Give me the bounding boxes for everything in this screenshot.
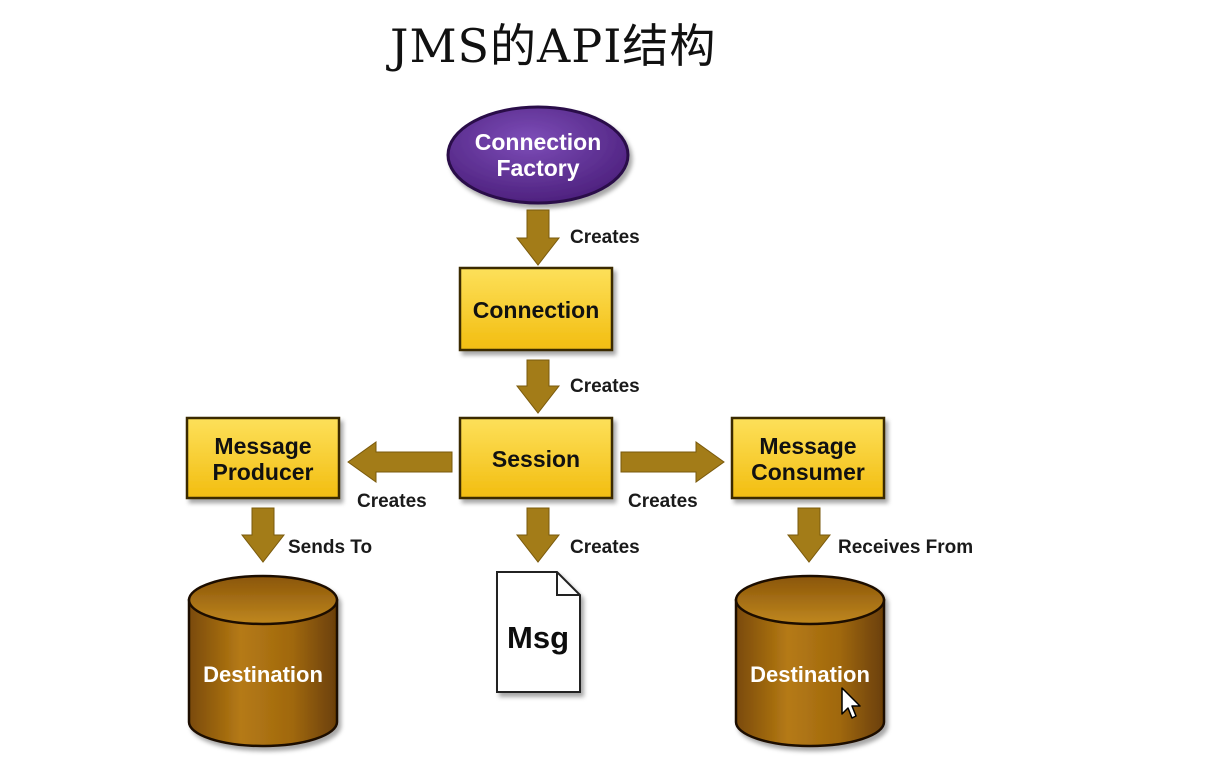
arrow-consumer-destination (786, 507, 832, 563)
connection-factory-label-line2: Factory (496, 155, 579, 181)
destination-left-label: Destination (203, 662, 323, 687)
connection-label: Connection (473, 297, 600, 323)
arrow-producer-to-destination (240, 507, 286, 563)
edge-label-consumer-destination: Receives From (838, 537, 973, 558)
edge-label-session-producer: Creates (357, 491, 427, 512)
destination-left-node: Destination (187, 574, 339, 748)
edge-label-producer-destination: Sends To (288, 537, 372, 558)
message-document-node: Msg (496, 571, 581, 693)
message-producer-label-line2: Producer (213, 459, 314, 485)
edge-label-session-message: Creates (570, 537, 640, 558)
destination-right-node: Destination (734, 574, 886, 748)
message-consumer-node: Message Consumer (730, 416, 886, 500)
message-producer-label-line1: Message (214, 433, 311, 459)
message-producer-node: Message Producer (185, 416, 341, 500)
arrow-session-to-consumer (620, 441, 725, 483)
message-label: Msg (507, 620, 569, 655)
edge-label-factory-connection: Creates (570, 227, 640, 248)
page-title: JMS的API结构 (390, 19, 717, 73)
connection-factory-node: Connection Factory (446, 105, 630, 205)
session-label: Session (492, 446, 580, 472)
arrow-session-to-producer (347, 441, 453, 483)
arrow-factory-to-connection (515, 209, 561, 266)
session-node: Session (458, 416, 614, 500)
edge-label-connection-session: Creates (570, 376, 640, 397)
message-consumer-label-line1: Message (759, 433, 856, 459)
arrow-connection-to-session (515, 359, 561, 414)
connection-node: Connection (458, 266, 614, 352)
message-consumer-label-line2: Consumer (751, 459, 865, 485)
arrow-session-to-message (515, 507, 561, 563)
edge-label-session-consumer: Creates (628, 491, 698, 512)
connection-factory-label-line1: Connection (475, 129, 602, 155)
mouse-cursor-icon (841, 687, 861, 719)
destination-right-label: Destination (750, 662, 870, 687)
